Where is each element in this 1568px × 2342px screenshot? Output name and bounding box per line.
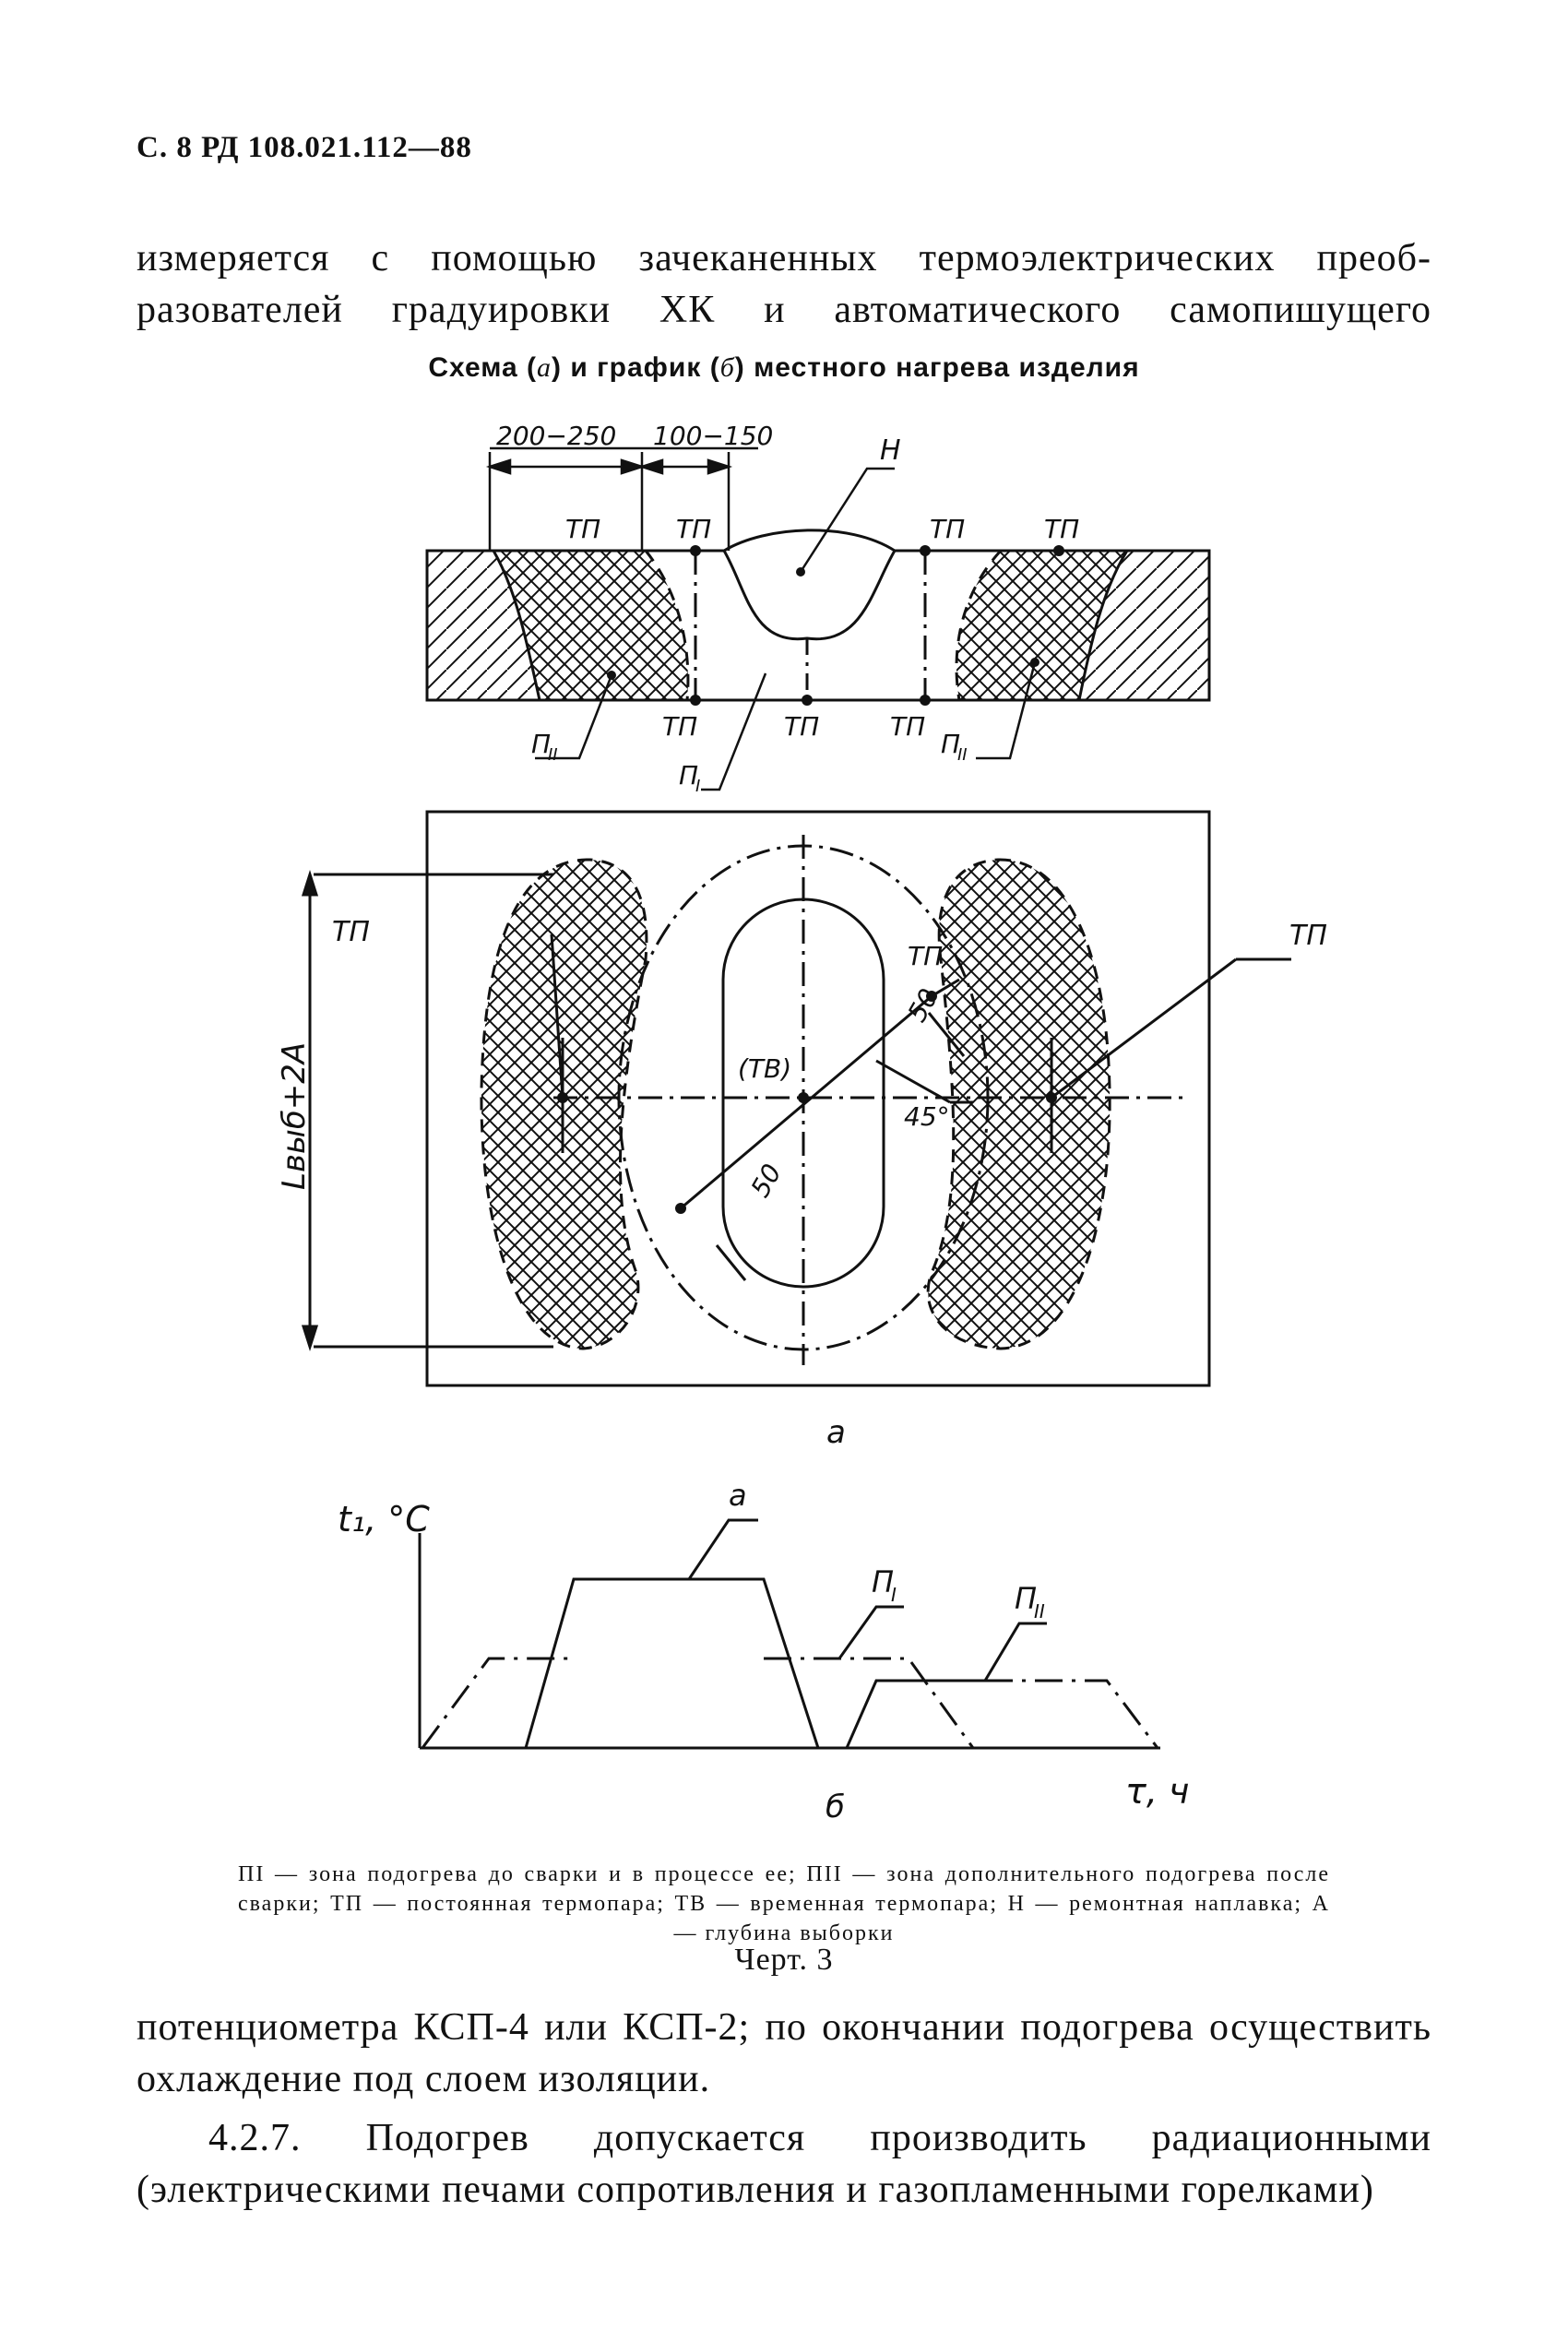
- svg-text:П: П: [941, 729, 960, 759]
- page-header: С. 8 РД 108.021.112—88: [137, 131, 472, 164]
- figure-drawing: 200−250 100−150 Н ТП ТП ТП ТП ТП ТП ТП П…: [276, 421, 1327, 1825]
- figure-legend: ПI — зона подогрева до сварки и в процес…: [238, 1862, 1330, 1945]
- svg-text:ТП: ТП: [332, 916, 370, 948]
- figure-number: Черт. 3: [734, 1943, 834, 1977]
- paragraph-continuation: потенциометра КСП-4 или КСП-2; по оконча…: [137, 2006, 1431, 2100]
- svg-text:ТП: ТП: [565, 514, 600, 544]
- section-points: [607, 545, 1064, 706]
- svg-text:200−250: 200−250: [496, 421, 616, 451]
- svg-text:а: а: [826, 1414, 846, 1451]
- svg-text:t₁, °C: t₁, °C: [338, 1499, 430, 1540]
- svg-text:II: II: [957, 745, 968, 765]
- svg-text:I: I: [891, 1584, 897, 1606]
- svg-text:Н: Н: [880, 434, 901, 467]
- graph-b-labels: t₁, °C τ, ч а П I П II б: [338, 1478, 1190, 1825]
- svg-text:100−150: 100−150: [653, 421, 773, 451]
- svg-text:ТП: ТП: [1289, 920, 1327, 952]
- svg-text:ТП: ТП: [890, 711, 925, 742]
- svg-text:ТП: ТП: [930, 514, 965, 544]
- figure-title: Схема (а) и график (б) местного нагрева …: [428, 352, 1140, 383]
- svg-text:II: II: [548, 745, 558, 765]
- section-labels: 200−250 100−150 Н ТП ТП ТП ТП ТП ТП ТП П…: [496, 421, 1079, 796]
- svg-text:45°: 45°: [904, 1101, 950, 1132]
- svg-text:ТП: ТП: [784, 711, 819, 742]
- svg-text:ТП: ТП: [662, 711, 697, 742]
- svg-text:50: 50: [901, 983, 944, 1027]
- svg-text:τ, ч: τ, ч: [1125, 1771, 1190, 1812]
- plan-view: [301, 810, 1291, 1387]
- svg-text:П: П: [531, 729, 551, 759]
- svg-text:(ТВ): (ТВ): [738, 1053, 791, 1084]
- paragraph-line-2: разователей градуировки ХК и автоматичес…: [137, 289, 1431, 331]
- section-dimensions: [485, 446, 1037, 791]
- svg-text:ТП: ТП: [1044, 514, 1079, 544]
- section-view: [425, 529, 1211, 702]
- graph-b: [418, 1518, 1160, 1750]
- paragraph-4-2-7: 4.2.7. Подогрев допускается производить …: [137, 2117, 1431, 2211]
- plan-points: [557, 991, 1057, 1214]
- svg-text:II: II: [1034, 1600, 1045, 1623]
- svg-text:ТП: ТП: [676, 514, 711, 544]
- svg-text:П: П: [679, 760, 698, 791]
- svg-text:ТП: ТП: [908, 941, 943, 971]
- svg-text:б: б: [826, 1789, 845, 1825]
- svg-text:П: П: [1015, 1581, 1037, 1616]
- svg-text:I: I: [695, 777, 700, 796]
- paragraph-line-1: измеряется с помощью зачеканенных термоэ…: [137, 237, 1431, 279]
- svg-text:П: П: [872, 1564, 894, 1599]
- svg-text:а: а: [729, 1478, 747, 1513]
- svg-text:Lвыб+2A: Lвыб+2A: [276, 1042, 313, 1190]
